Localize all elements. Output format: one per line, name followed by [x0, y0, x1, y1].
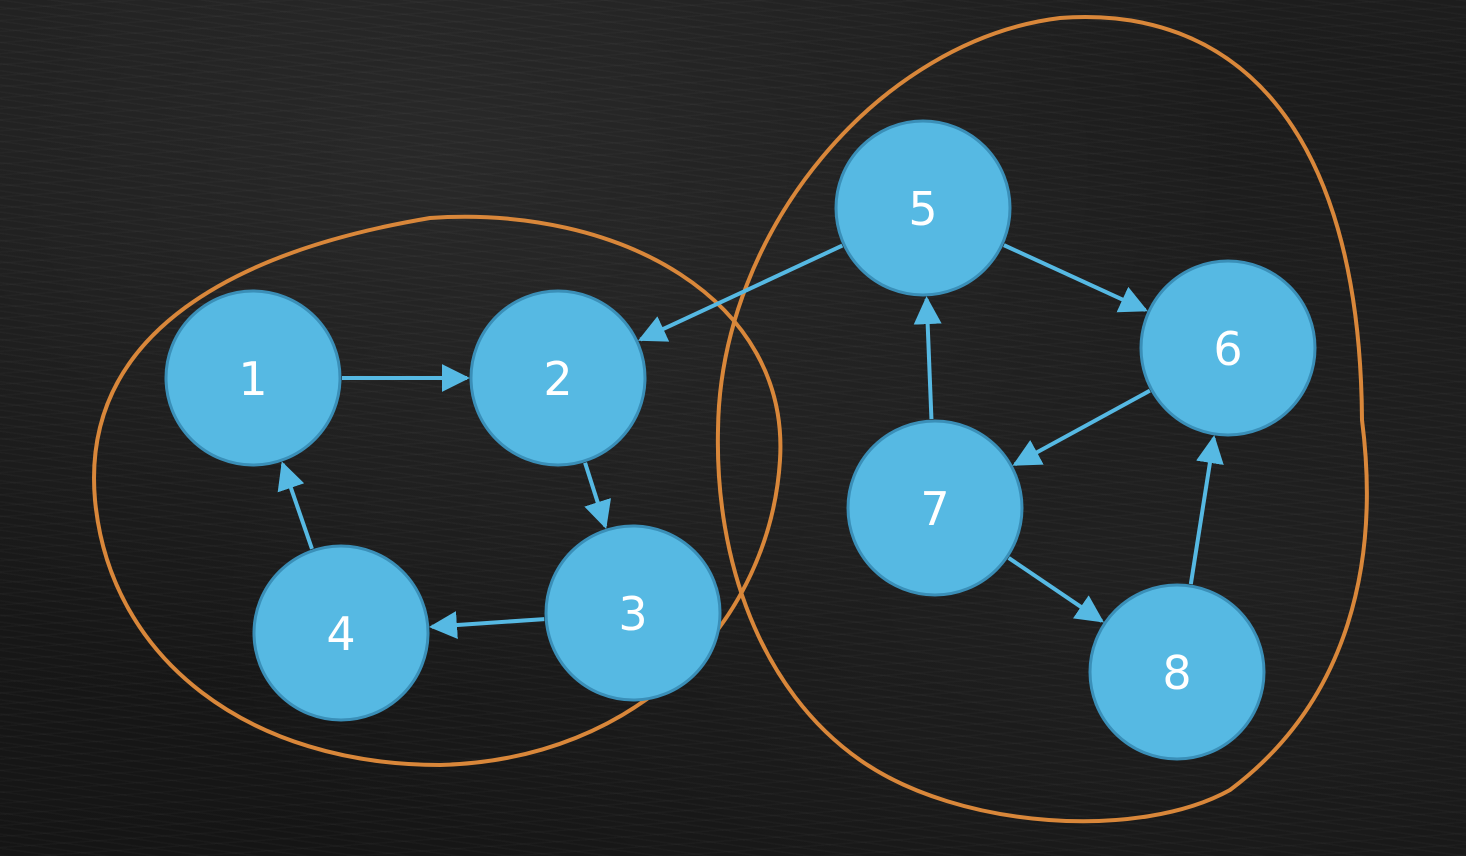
node-2: 2 — [469, 289, 647, 467]
component-outline-b — [715, 15, 1369, 824]
node-label-5: 5 — [908, 182, 937, 236]
edge-5-to-6 — [1003, 243, 1148, 313]
edge-4-to-1 — [277, 461, 314, 550]
node-4: 4 — [252, 544, 430, 722]
node-circle-8 — [1088, 583, 1266, 761]
node-label-6: 6 — [1213, 322, 1242, 376]
edge-3-to-4 — [428, 611, 545, 640]
node-label-4: 4 — [326, 607, 355, 661]
component-outline-a — [92, 214, 783, 767]
edge-6-to-7 — [1012, 388, 1151, 467]
node-7: 7 — [846, 419, 1024, 597]
node-circle-5 — [834, 119, 1012, 297]
edge-2-to-3 — [583, 462, 612, 529]
node-circle-2 — [469, 289, 647, 467]
edge-8-to-6 — [1188, 435, 1224, 585]
node-6: 6 — [1139, 259, 1317, 437]
node-circle-1 — [164, 289, 342, 467]
node-circle-3 — [544, 524, 722, 702]
node-circle-7 — [846, 419, 1024, 597]
node-label-2: 2 — [543, 352, 572, 406]
node-label-1: 1 — [238, 352, 267, 406]
edge-7-to-5 — [913, 296, 942, 420]
node-label-8: 8 — [1162, 646, 1191, 700]
node-5: 5 — [834, 119, 1012, 297]
edge-7-to-8 — [1007, 556, 1104, 623]
node-circle-4 — [252, 544, 430, 722]
nodes-layer: 1 2 3 4 5 6 7 8 — [164, 119, 1317, 761]
node-1: 1 — [164, 289, 342, 467]
node-label-3: 3 — [618, 587, 647, 641]
node-label-7: 7 — [920, 482, 949, 536]
edges-layer — [277, 243, 1224, 640]
node-8: 8 — [1088, 583, 1266, 761]
node-circle-6 — [1139, 259, 1317, 437]
node-3: 3 — [544, 524, 722, 702]
edge-5-to-2 — [637, 243, 844, 342]
